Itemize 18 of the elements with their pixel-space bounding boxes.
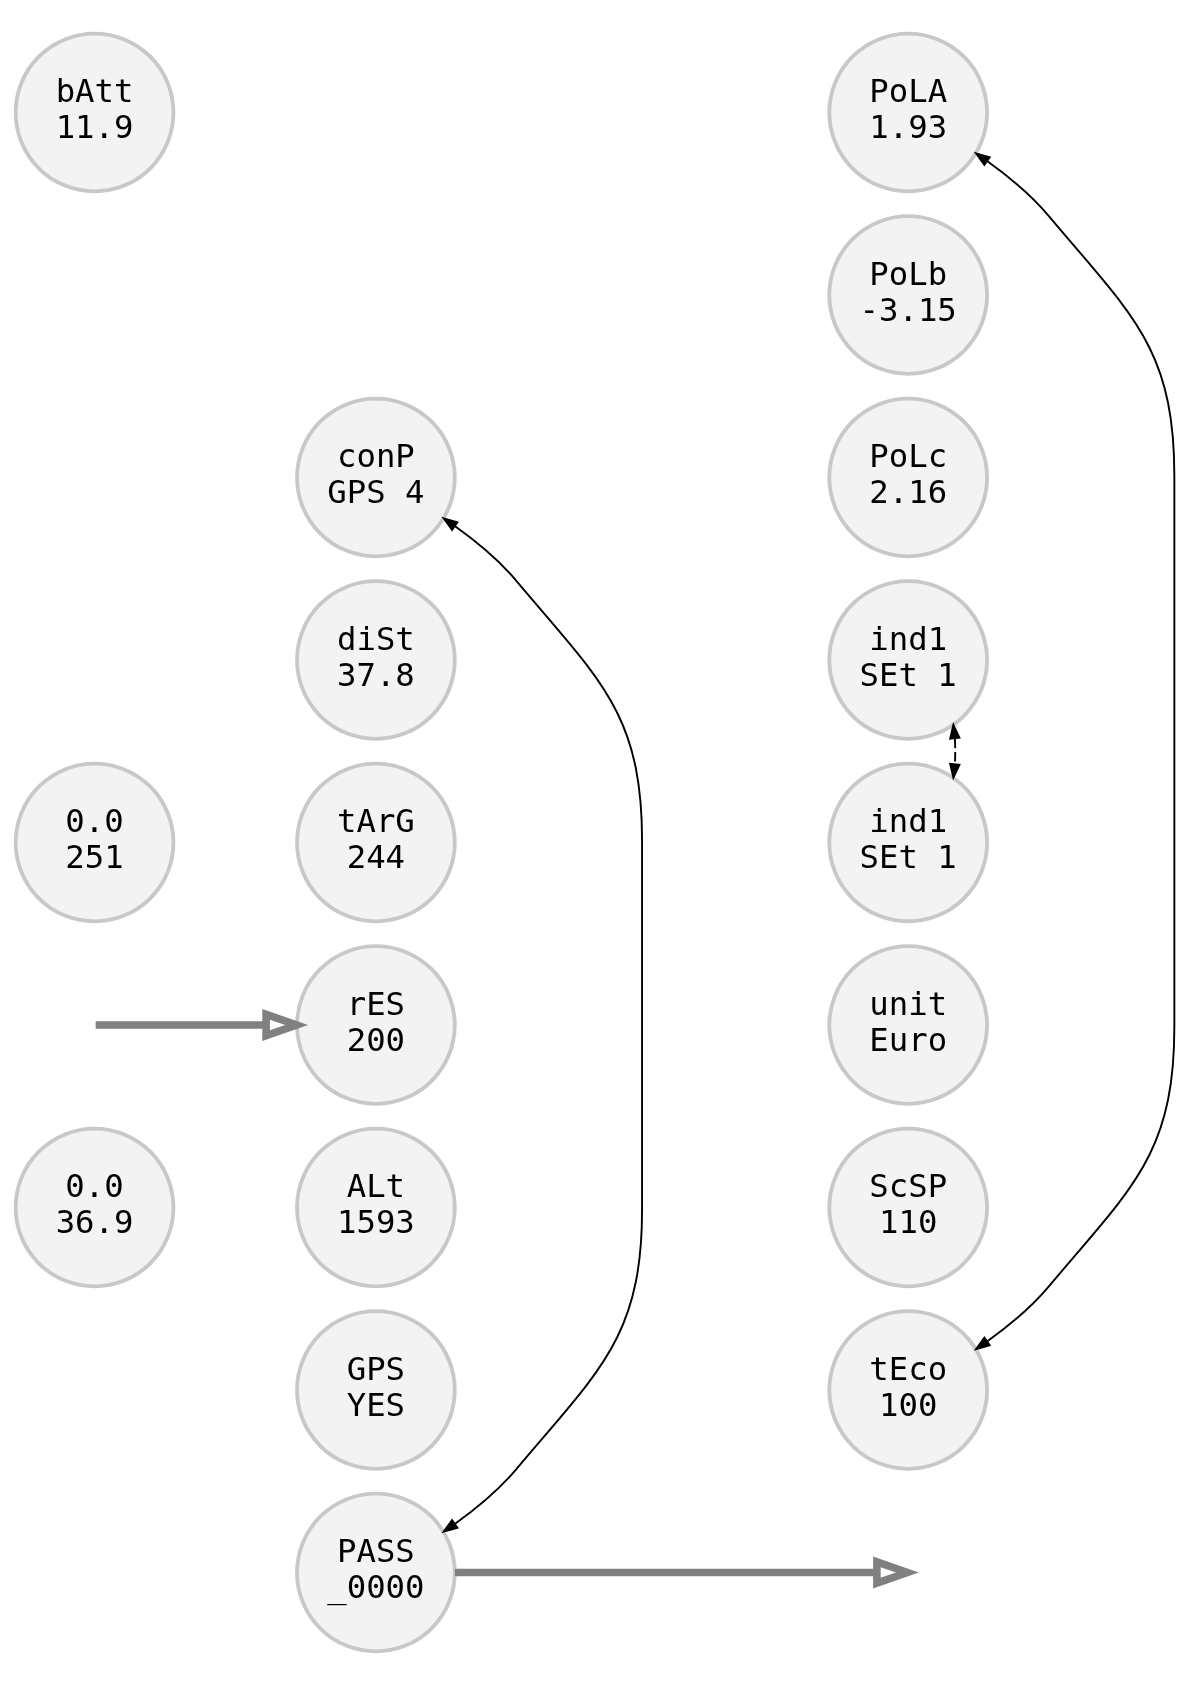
node-circle: 0.0 36.9	[13, 1126, 176, 1288]
node-circle: tArG 244	[295, 761, 457, 923]
node-circle: PoLc 2.16	[827, 396, 989, 558]
node-circle: GPS YES	[295, 1308, 457, 1471]
arrow	[454, 1556, 919, 1588]
node-circle: PoLA 1.93	[827, 31, 989, 193]
node-circle: tEco 100	[827, 1308, 989, 1471]
node-circle: bAtt 11.9	[13, 31, 176, 193]
node-circle: diSt 37.8	[295, 578, 457, 741]
node-circle: PoLb -3.15	[827, 213, 989, 376]
node-circle: ALt 1593	[295, 1126, 457, 1288]
arrow	[948, 721, 961, 780]
node-circle: 0.0 251	[13, 761, 176, 923]
arrow	[973, 151, 1176, 1351]
node-circle: unit Euro	[827, 943, 989, 1106]
node-circle: ScSP 110	[827, 1126, 989, 1288]
arrow	[441, 516, 643, 1533]
node-circle: rES 200	[295, 943, 457, 1106]
